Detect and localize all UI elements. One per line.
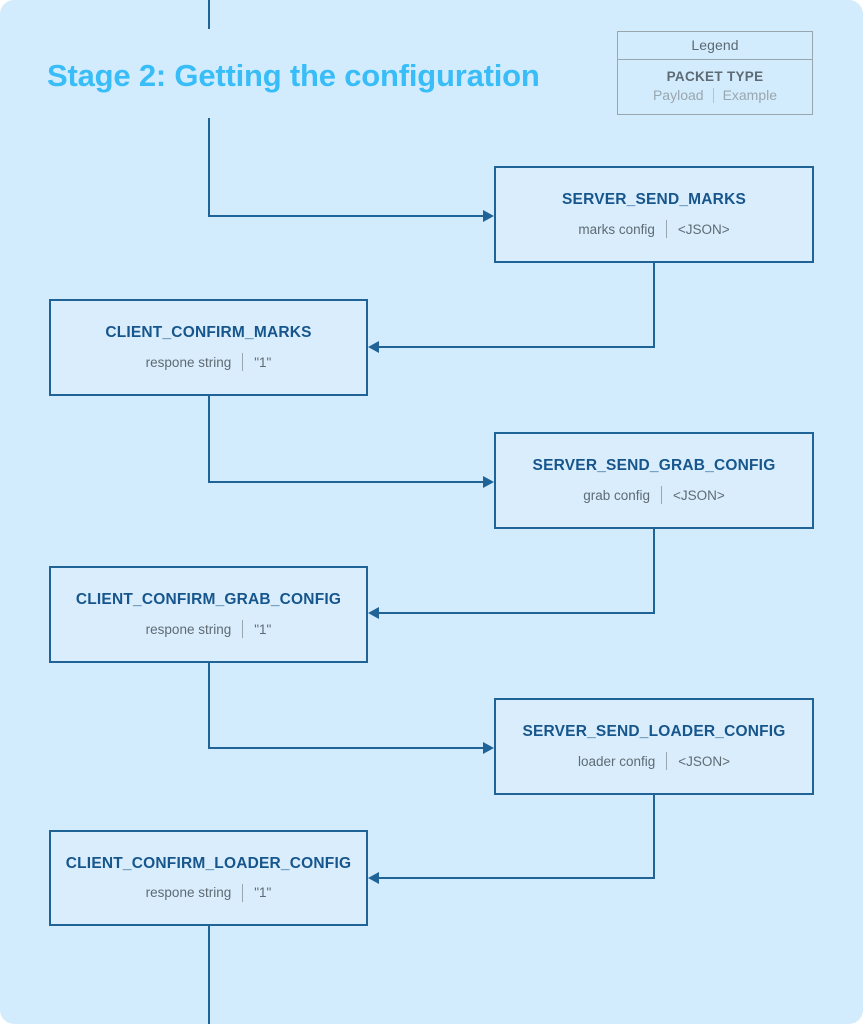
legend: Legend PACKET TYPE Payload Example: [617, 31, 813, 115]
arrowhead-to-client-confirm-grab-config: [368, 607, 379, 619]
connector-to-server-send-loader-config: [208, 747, 484, 749]
drop-line-server-send-grab-config: [653, 528, 655, 613]
payload-example: "1": [254, 885, 272, 900]
packet-box-server-send-loader-config[interactable]: SERVER_SEND_LOADER_CONFIG loader config …: [494, 698, 814, 795]
connector-to-client-confirm-loader-config: [379, 877, 655, 879]
packet-payload: loader config <JSON>: [578, 752, 730, 770]
packet-title: SERVER_SEND_GRAB_CONFIG: [532, 457, 776, 474]
packet-payload: respone string "1": [145, 353, 272, 371]
legend-payload-row: Payload Example: [618, 87, 812, 103]
drop-line-client-confirm-grab-config: [208, 663, 210, 748]
payload-label: grab config: [583, 487, 650, 503]
page-title: Stage 2: Getting the configuration: [47, 58, 540, 93]
packet-payload: respone string "1": [145, 883, 272, 902]
payload-example: <JSON>: [677, 221, 730, 237]
packet-box-server-send-grab-config[interactable]: SERVER_SEND_GRAB_CONFIG grab config <JSO…: [494, 432, 814, 529]
payload-divider-icon: [661, 486, 662, 504]
payload-divider-icon: [666, 752, 668, 770]
trunk-line-bottom: [208, 926, 210, 1024]
legend-payload-label: Payload: [652, 87, 704, 103]
packet-payload: respone string "1": [145, 620, 272, 638]
payload-label: loader config: [577, 753, 656, 769]
arrowhead-to-server-send-marks: [483, 210, 494, 222]
trunk-line-top: [208, 0, 210, 29]
legend-header: Legend: [618, 32, 812, 60]
packet-title: SERVER_SEND_LOADER_CONFIG: [522, 723, 786, 740]
arrowhead-to-server-send-loader-config: [483, 742, 494, 754]
drop-line-server-send-loader-config: [653, 794, 655, 879]
payload-example: <JSON>: [673, 487, 725, 503]
packet-box-client-confirm-marks[interactable]: CLIENT_CONFIRM_MARKS respone string "1": [49, 299, 368, 396]
connector-to-server-send-grab-config: [208, 481, 484, 483]
drop-line-server-send-marks: [653, 262, 655, 347]
packet-payload: grab config <JSON>: [583, 486, 725, 504]
connector-to-client-confirm-grab-config: [379, 612, 655, 614]
packet-title: CLIENT_CONFIRM_LOADER_CONFIG: [65, 854, 352, 872]
legend-divider-icon: [712, 87, 714, 103]
arrowhead-to-client-confirm-marks: [368, 341, 379, 353]
packet-title: CLIENT_CONFIRM_GRAB_CONFIG: [75, 591, 342, 608]
packet-box-server-send-marks[interactable]: SERVER_SEND_MARKS marks config <JSON>: [494, 166, 814, 263]
packet-title: SERVER_SEND_MARKS: [562, 191, 746, 208]
payload-divider-icon: [242, 883, 244, 902]
connector-to-client-confirm-marks: [379, 346, 655, 348]
payload-divider-icon: [665, 220, 667, 238]
legend-example-label: Example: [722, 87, 778, 103]
payload-label: respone string: [145, 621, 232, 637]
payload-label: respone string: [145, 885, 232, 900]
payload-divider-icon: [242, 620, 244, 638]
legend-packet-type-label: PACKET TYPE: [666, 69, 764, 84]
payload-label: marks config: [578, 221, 655, 237]
packet-title: CLIENT_CONFIRM_MARKS: [105, 324, 312, 341]
payload-divider-icon: [242, 353, 244, 371]
payload-example: <JSON>: [678, 753, 731, 769]
drop-line-client-confirm-marks: [208, 396, 210, 482]
packet-box-client-confirm-grab-config[interactable]: CLIENT_CONFIRM_GRAB_CONFIG respone strin…: [49, 566, 368, 663]
payload-example: "1": [254, 621, 272, 637]
connector-to-server-send-marks: [208, 215, 484, 217]
payload-label: respone string: [145, 354, 232, 370]
trunk-line-to-marks: [208, 118, 210, 217]
packet-box-client-confirm-loader-config[interactable]: CLIENT_CONFIRM_LOADER_CONFIG respone str…: [49, 830, 368, 926]
arrowhead-to-server-send-grab-config: [483, 476, 494, 488]
arrowhead-to-client-confirm-loader-config: [368, 872, 379, 884]
legend-body: PACKET TYPE Payload Example: [618, 60, 812, 114]
payload-example: "1": [254, 354, 272, 370]
packet-payload: marks config <JSON>: [578, 220, 730, 238]
